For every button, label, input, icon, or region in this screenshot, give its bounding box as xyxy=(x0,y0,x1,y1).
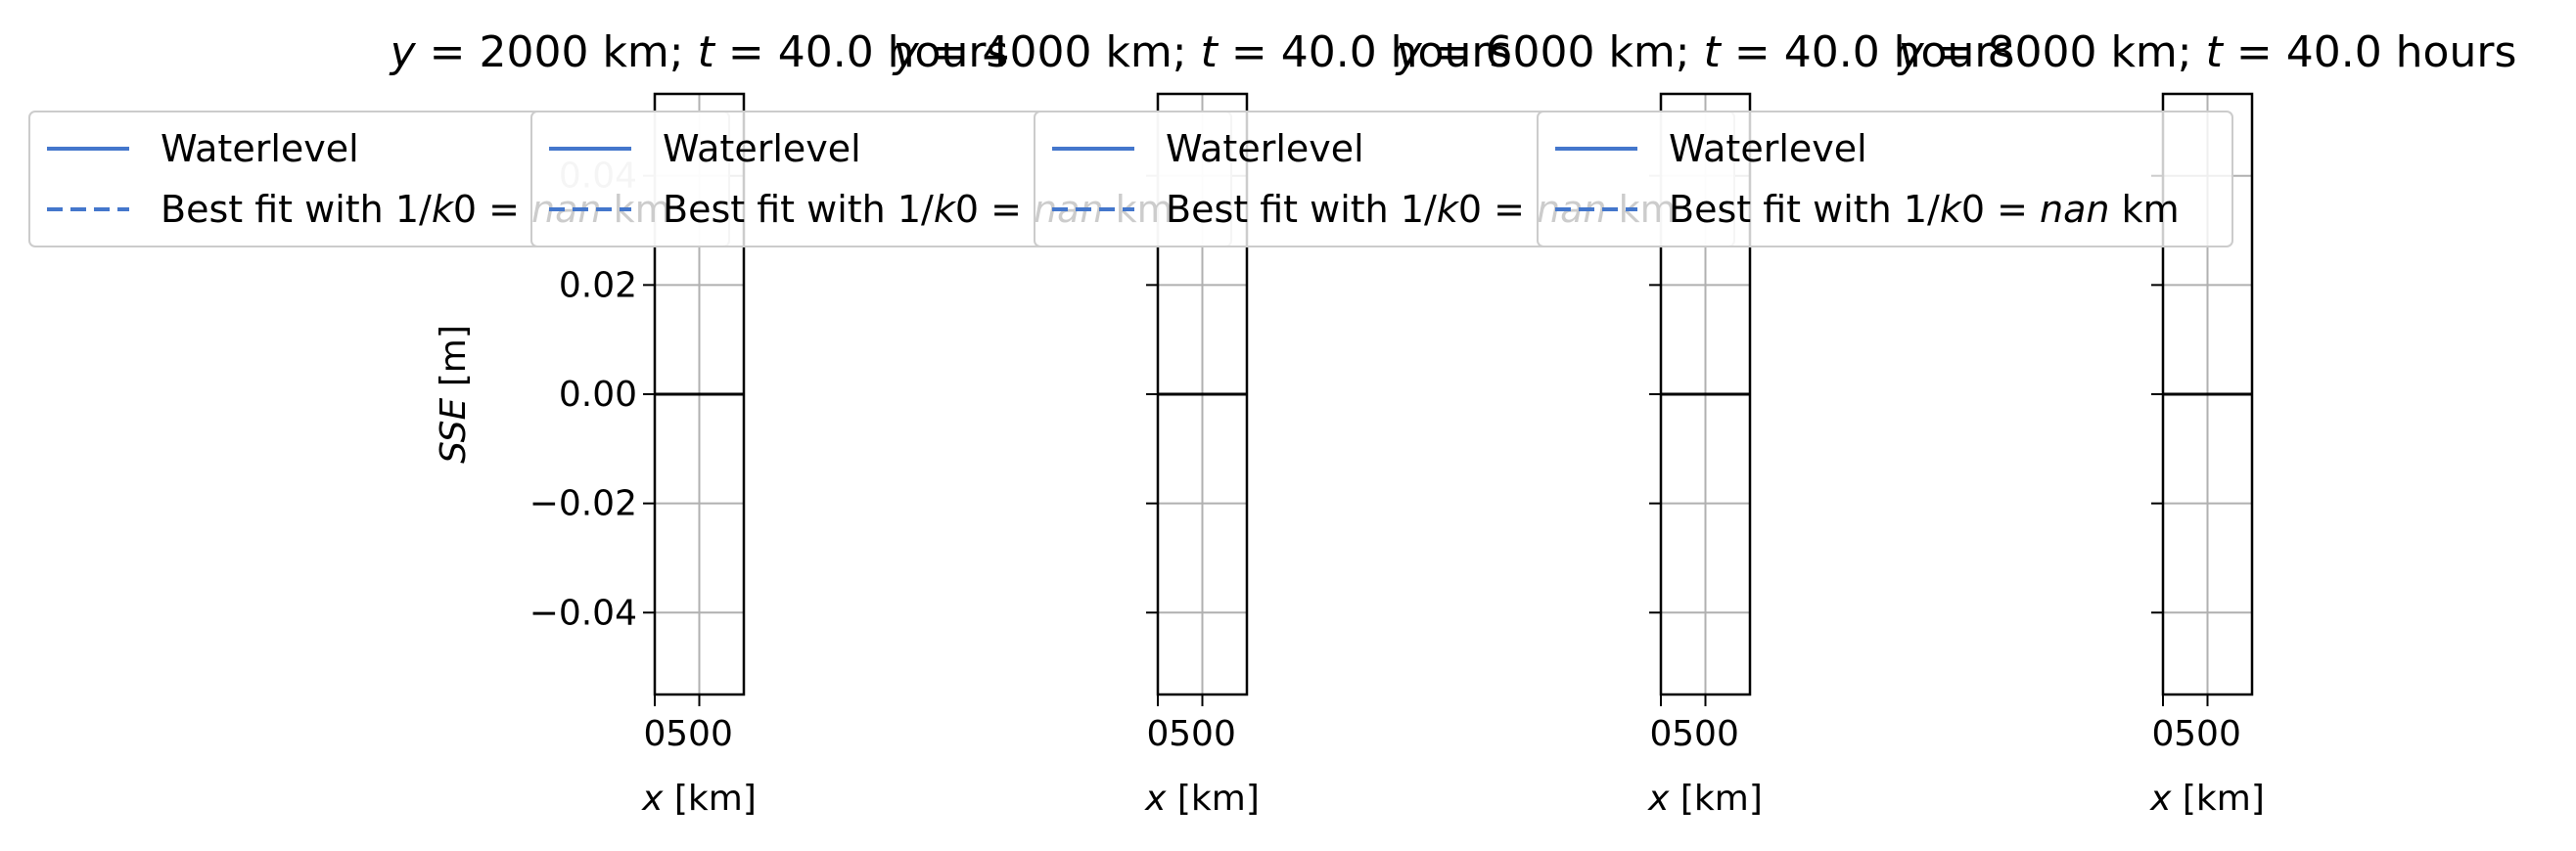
legend-fit-prefix: Best fit with 1/ xyxy=(1166,188,1437,231)
legend-fit-k: k xyxy=(432,188,455,231)
title-y-symbol: y xyxy=(1897,27,1925,77)
x-axis-label: x [km] xyxy=(641,779,757,819)
legend-fit-prefix: Best fit with 1/ xyxy=(161,188,432,231)
legend-waterlevel-label: Waterlevel xyxy=(1166,127,1364,170)
y-tick-label: −0.02 xyxy=(529,484,637,524)
axes-frame xyxy=(1659,92,1752,696)
y-tick-label: 0.02 xyxy=(559,265,637,305)
subplot-title: y = 2000 km; t = 40.0 hours xyxy=(389,27,1009,77)
x-axis-symbol: x xyxy=(1144,779,1167,819)
x-axis-unit: [km] xyxy=(663,779,756,819)
x-axis-symbol: x xyxy=(1647,779,1670,819)
title-y-symbol: y xyxy=(1395,27,1423,77)
title-y-value: = 6000 km; xyxy=(1422,27,1704,77)
x-axis-unit: [km] xyxy=(1166,779,1259,819)
title-t-symbol: t xyxy=(1704,27,1723,77)
x-tick-label: 0 xyxy=(2152,714,2175,754)
x-axis-symbol: x xyxy=(2149,779,2172,819)
y-tick-label: 0.00 xyxy=(559,375,637,415)
legend-fit-k: k xyxy=(1437,188,1460,231)
x-axis-label: x [km] xyxy=(1144,779,1260,819)
title-t-symbol: t xyxy=(1201,27,1219,77)
legend-fit-k: k xyxy=(1940,188,1963,231)
title-t-symbol: t xyxy=(698,27,716,77)
legend-fit-mid: 0 = xyxy=(1458,188,1537,231)
legend-fit-suffix: km xyxy=(2110,188,2180,231)
axes-frame xyxy=(2161,92,2254,696)
x-axis-symbol: x xyxy=(641,779,664,819)
legend-fit-nan: nan xyxy=(2040,188,2109,231)
x-tick-label: 0 xyxy=(1147,714,1170,754)
x-axis-label: x [km] xyxy=(2149,779,2265,819)
legend-fit-prefix: Best fit with 1/ xyxy=(663,188,934,231)
x-tick-label: 500 xyxy=(666,714,733,754)
legend-fit-mid: 0 = xyxy=(955,188,1034,231)
y-axis-unit: [m] xyxy=(434,325,474,398)
x-tick-label: 0 xyxy=(1650,714,1673,754)
x-axis-label: x [km] xyxy=(1647,779,1763,819)
y-axis-symbol: SSE xyxy=(434,397,474,463)
legend-fit-mid: 0 = xyxy=(453,188,531,231)
title-y-value: = 2000 km; xyxy=(416,27,698,77)
x-axis-unit: [km] xyxy=(1669,779,1762,819)
title-t-symbol: t xyxy=(2206,27,2225,77)
legend-bestfit-label: Best fit with 1/k0 = nan km xyxy=(1669,188,2180,231)
x-axis-unit: [km] xyxy=(2171,779,2264,819)
x-tick-label: 500 xyxy=(1169,714,1236,754)
subplot-title: y = 6000 km; t = 40.0 hours xyxy=(1395,27,2015,77)
title-t-value: = 40.0 hours xyxy=(714,27,1009,77)
legend-box xyxy=(1537,111,2233,247)
x-tick-label: 0 xyxy=(644,714,667,754)
subplot-title: y = 4000 km; t = 40.0 hours xyxy=(892,27,1512,77)
x-tick-label: 500 xyxy=(1672,714,1739,754)
subplot-title: y = 8000 km; t = 40.0 hours xyxy=(1897,27,2517,77)
y-axis-label: SSE [m] xyxy=(434,325,474,464)
legend-waterlevel-label: Waterlevel xyxy=(1669,127,1867,170)
legend-waterlevel-label: Waterlevel xyxy=(663,127,861,170)
legend-fit-prefix: Best fit with 1/ xyxy=(1669,188,1940,231)
title-t-value: = 40.0 hours xyxy=(2223,27,2517,77)
legend-waterlevel-label: Waterlevel xyxy=(161,127,359,170)
axes-frame xyxy=(653,92,746,696)
x-tick-label: 500 xyxy=(2174,714,2241,754)
axes-frame xyxy=(1156,92,1249,696)
title-y-value: = 4000 km; xyxy=(919,27,1201,77)
title-t-value: = 40.0 hours xyxy=(1721,27,2015,77)
y-tick-label: −0.04 xyxy=(529,593,637,633)
title-y-symbol: y xyxy=(389,27,417,77)
legend-fit-mid: 0 = xyxy=(1961,188,2040,231)
title-t-value: = 40.0 hours xyxy=(1218,27,1512,77)
legend-fit-k: k xyxy=(934,188,957,231)
title-y-symbol: y xyxy=(892,27,920,77)
title-y-value: = 8000 km; xyxy=(1924,27,2206,77)
